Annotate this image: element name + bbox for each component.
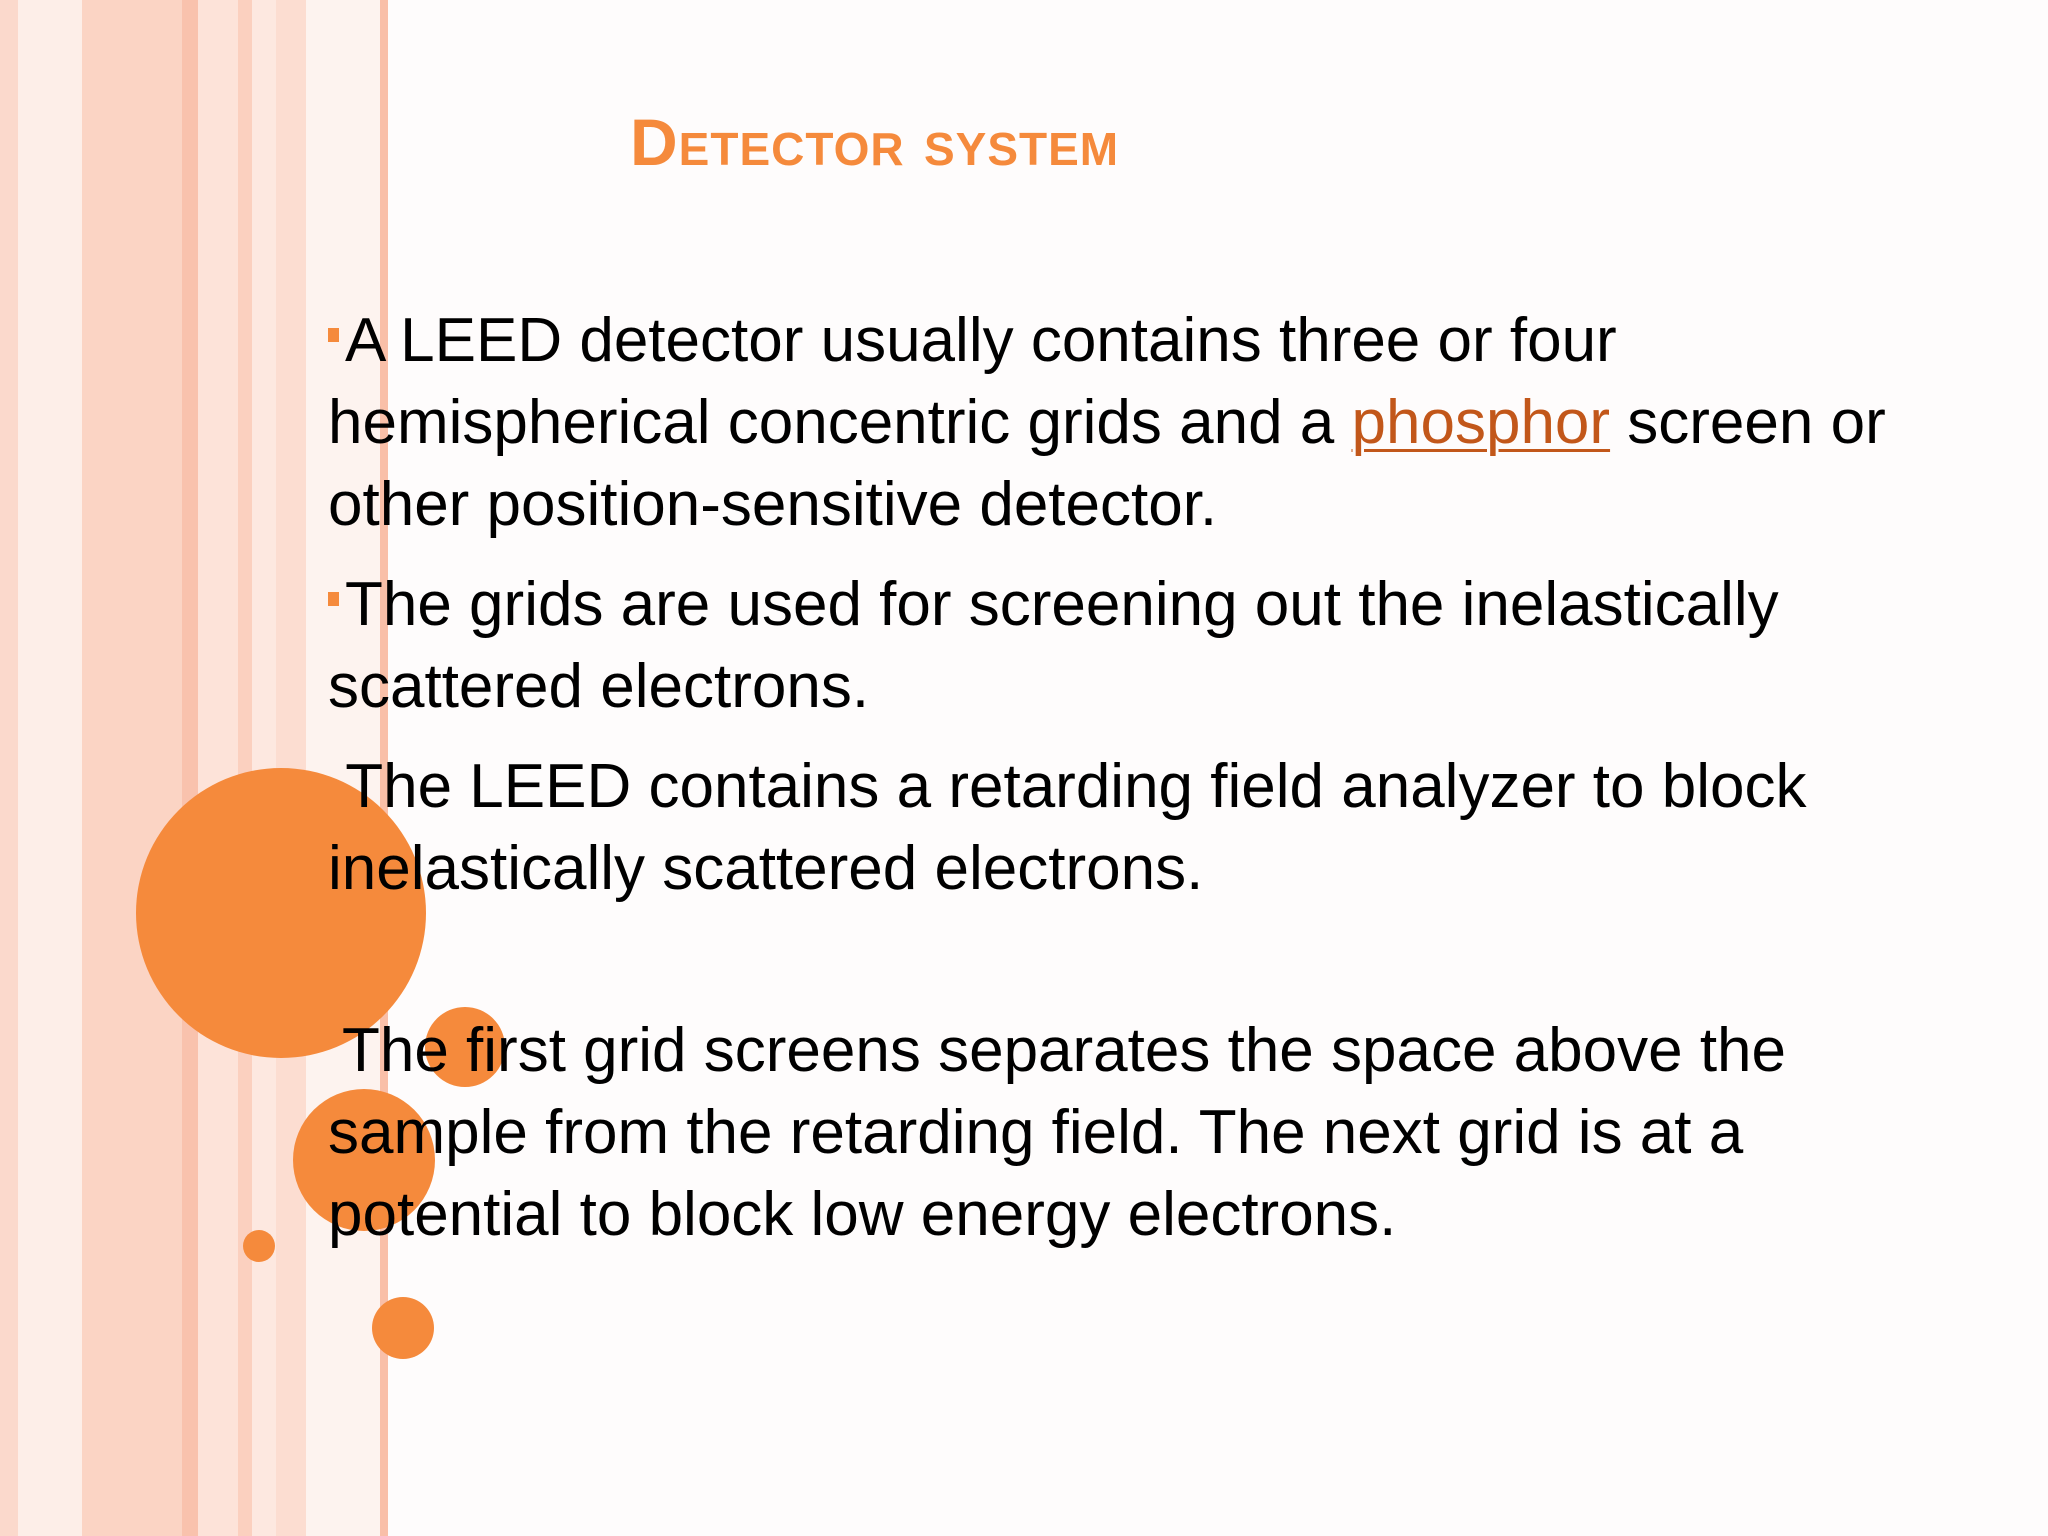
square-bullet-icon [328,591,339,606]
stripe [198,0,238,1536]
dot-bullet-icon [328,1038,336,1047]
stripe [276,0,306,1536]
stripe [0,0,18,1536]
slide-body: A LEED detector usually contains three o… [328,300,1888,1274]
paragraph-2: The grids are used for screening out the… [328,564,1888,728]
slide-title: Detector system [630,104,1119,180]
paragraph-1: A LEED detector usually contains three o… [328,300,1888,546]
stripe [182,0,198,1536]
phosphor-link[interactable]: phosphor [1351,388,1611,457]
stripe [238,0,252,1536]
paragraph-2-text: The grids are used for screening out the… [328,570,1779,721]
square-bullet-icon [328,327,339,342]
paragraph-3: The LEED contains a retarding field anal… [328,746,1888,992]
paragraph-3-text: The LEED contains a retarding field anal… [328,752,1824,903]
slide-title-text: Detector system [630,105,1120,179]
paragraph-1-text-before: A LEED detector usually contains three o… [328,306,1617,457]
paragraph-4: The first grid screens separates the spa… [328,1010,1888,1256]
paragraph-4-text: The first grid screens separates the spa… [328,1016,1787,1249]
stripe [82,0,182,1536]
stripe [252,0,276,1536]
paragraph-1-text-after: screen or other position-sensitive detec… [328,388,1886,539]
stripe [18,0,82,1536]
